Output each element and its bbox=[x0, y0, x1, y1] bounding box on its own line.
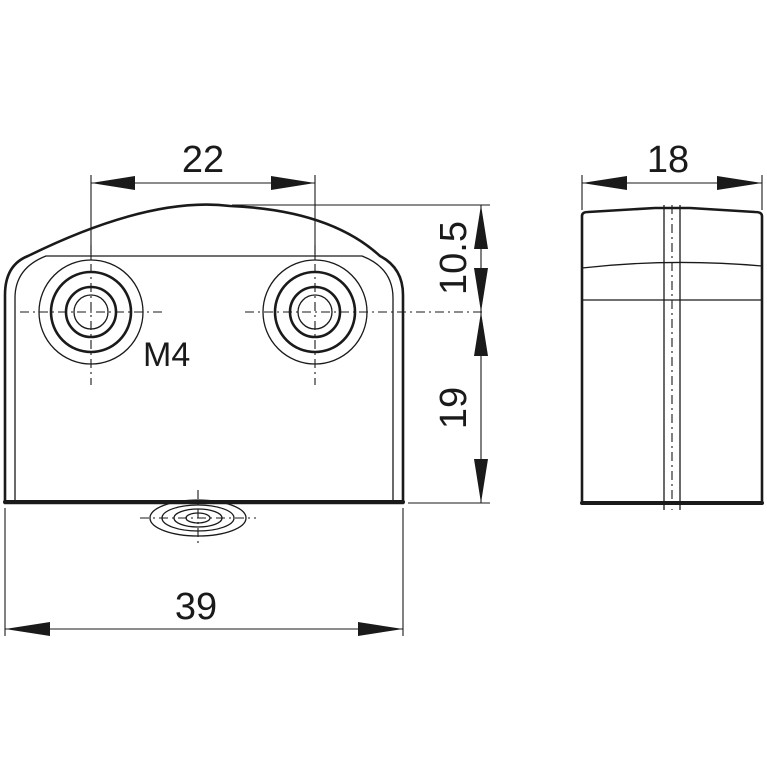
side-view bbox=[580, 205, 764, 510]
bottom-insert bbox=[140, 490, 256, 546]
thread-label: M4 bbox=[143, 336, 190, 374]
dimension-top-height: 10.5 bbox=[232, 204, 490, 312]
front-inner-edge bbox=[14, 255, 394, 500]
dimension-hole-spacing-value: 22 bbox=[182, 139, 224, 181]
front-view: M4 bbox=[3, 203, 485, 546]
dimension-hole-height-value: 19 bbox=[433, 387, 475, 429]
dimension-top-height-value: 10.5 bbox=[433, 221, 475, 295]
dimension-hole-spacing: 22 bbox=[90, 139, 316, 258]
dimension-depth: 18 bbox=[581, 139, 763, 210]
side-body-outline bbox=[580, 206, 764, 505]
dimension-total-width: 39 bbox=[4, 508, 404, 636]
dimension-depth-value: 18 bbox=[647, 139, 689, 181]
dimension-hole-height: 19 bbox=[408, 312, 490, 504]
front-body-outline bbox=[3, 203, 405, 505]
dimension-total-width-value: 39 bbox=[175, 586, 217, 628]
side-upper-edge bbox=[581, 261, 763, 269]
